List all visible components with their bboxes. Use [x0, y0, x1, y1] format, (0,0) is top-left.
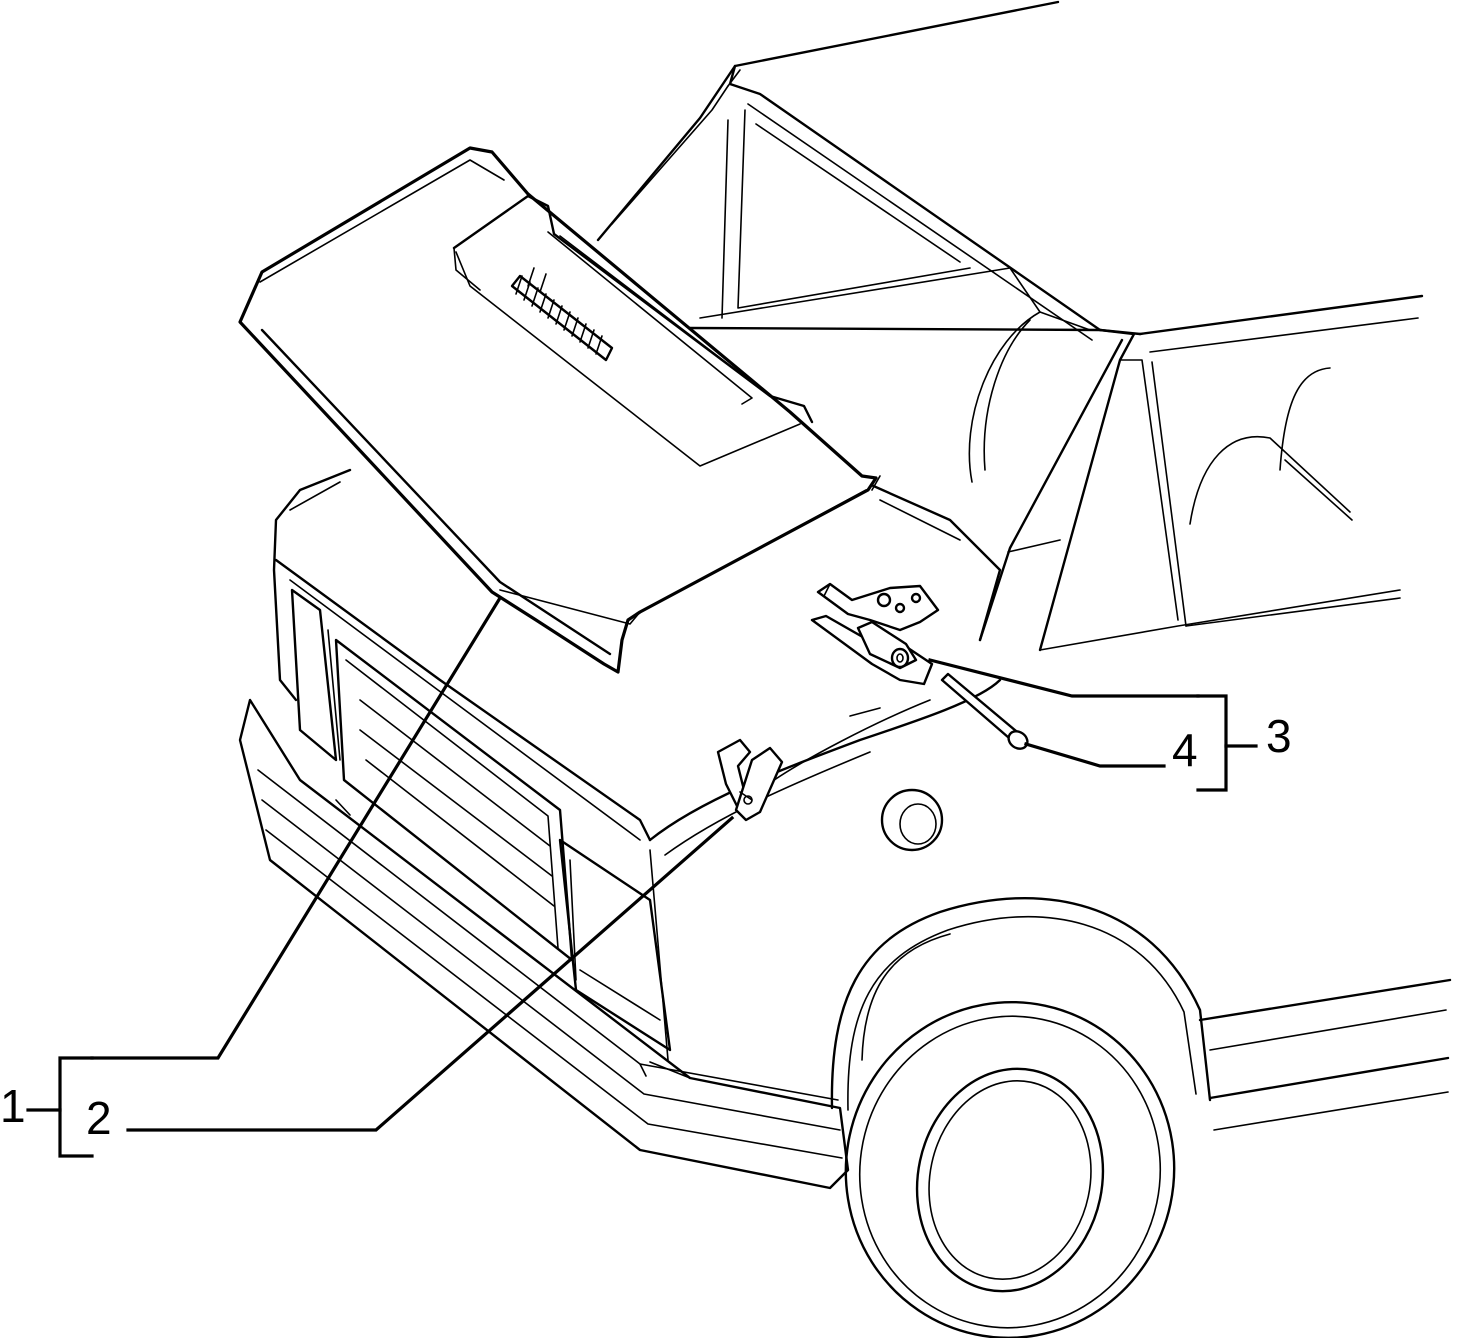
leader-hinge [928, 658, 1200, 698]
bracket-3-4 [1196, 694, 1228, 792]
callout-4: 4 [1172, 724, 1198, 776]
bracket-1-2 [58, 1056, 94, 1158]
hood-stay-bracket [716, 738, 784, 822]
hood-panel [238, 146, 881, 674]
hood-hinge [810, 582, 940, 686]
car-front-outline [238, 468, 850, 1190]
leader-stay [126, 815, 735, 1132]
callout-3: 3 [1266, 710, 1292, 762]
hood-vent-grille [510, 267, 614, 362]
leader-pin [1024, 742, 1166, 768]
car-body-outline [596, 0, 1452, 1338]
leader-lines [26, 595, 1258, 1158]
leader-hood [90, 595, 503, 1060]
hinge-pin [940, 672, 1029, 750]
callout-labels: 1 2 3 4 [0, 710, 1292, 1144]
callout-2: 2 [86, 1092, 112, 1144]
callout-1: 1 [0, 1080, 26, 1132]
